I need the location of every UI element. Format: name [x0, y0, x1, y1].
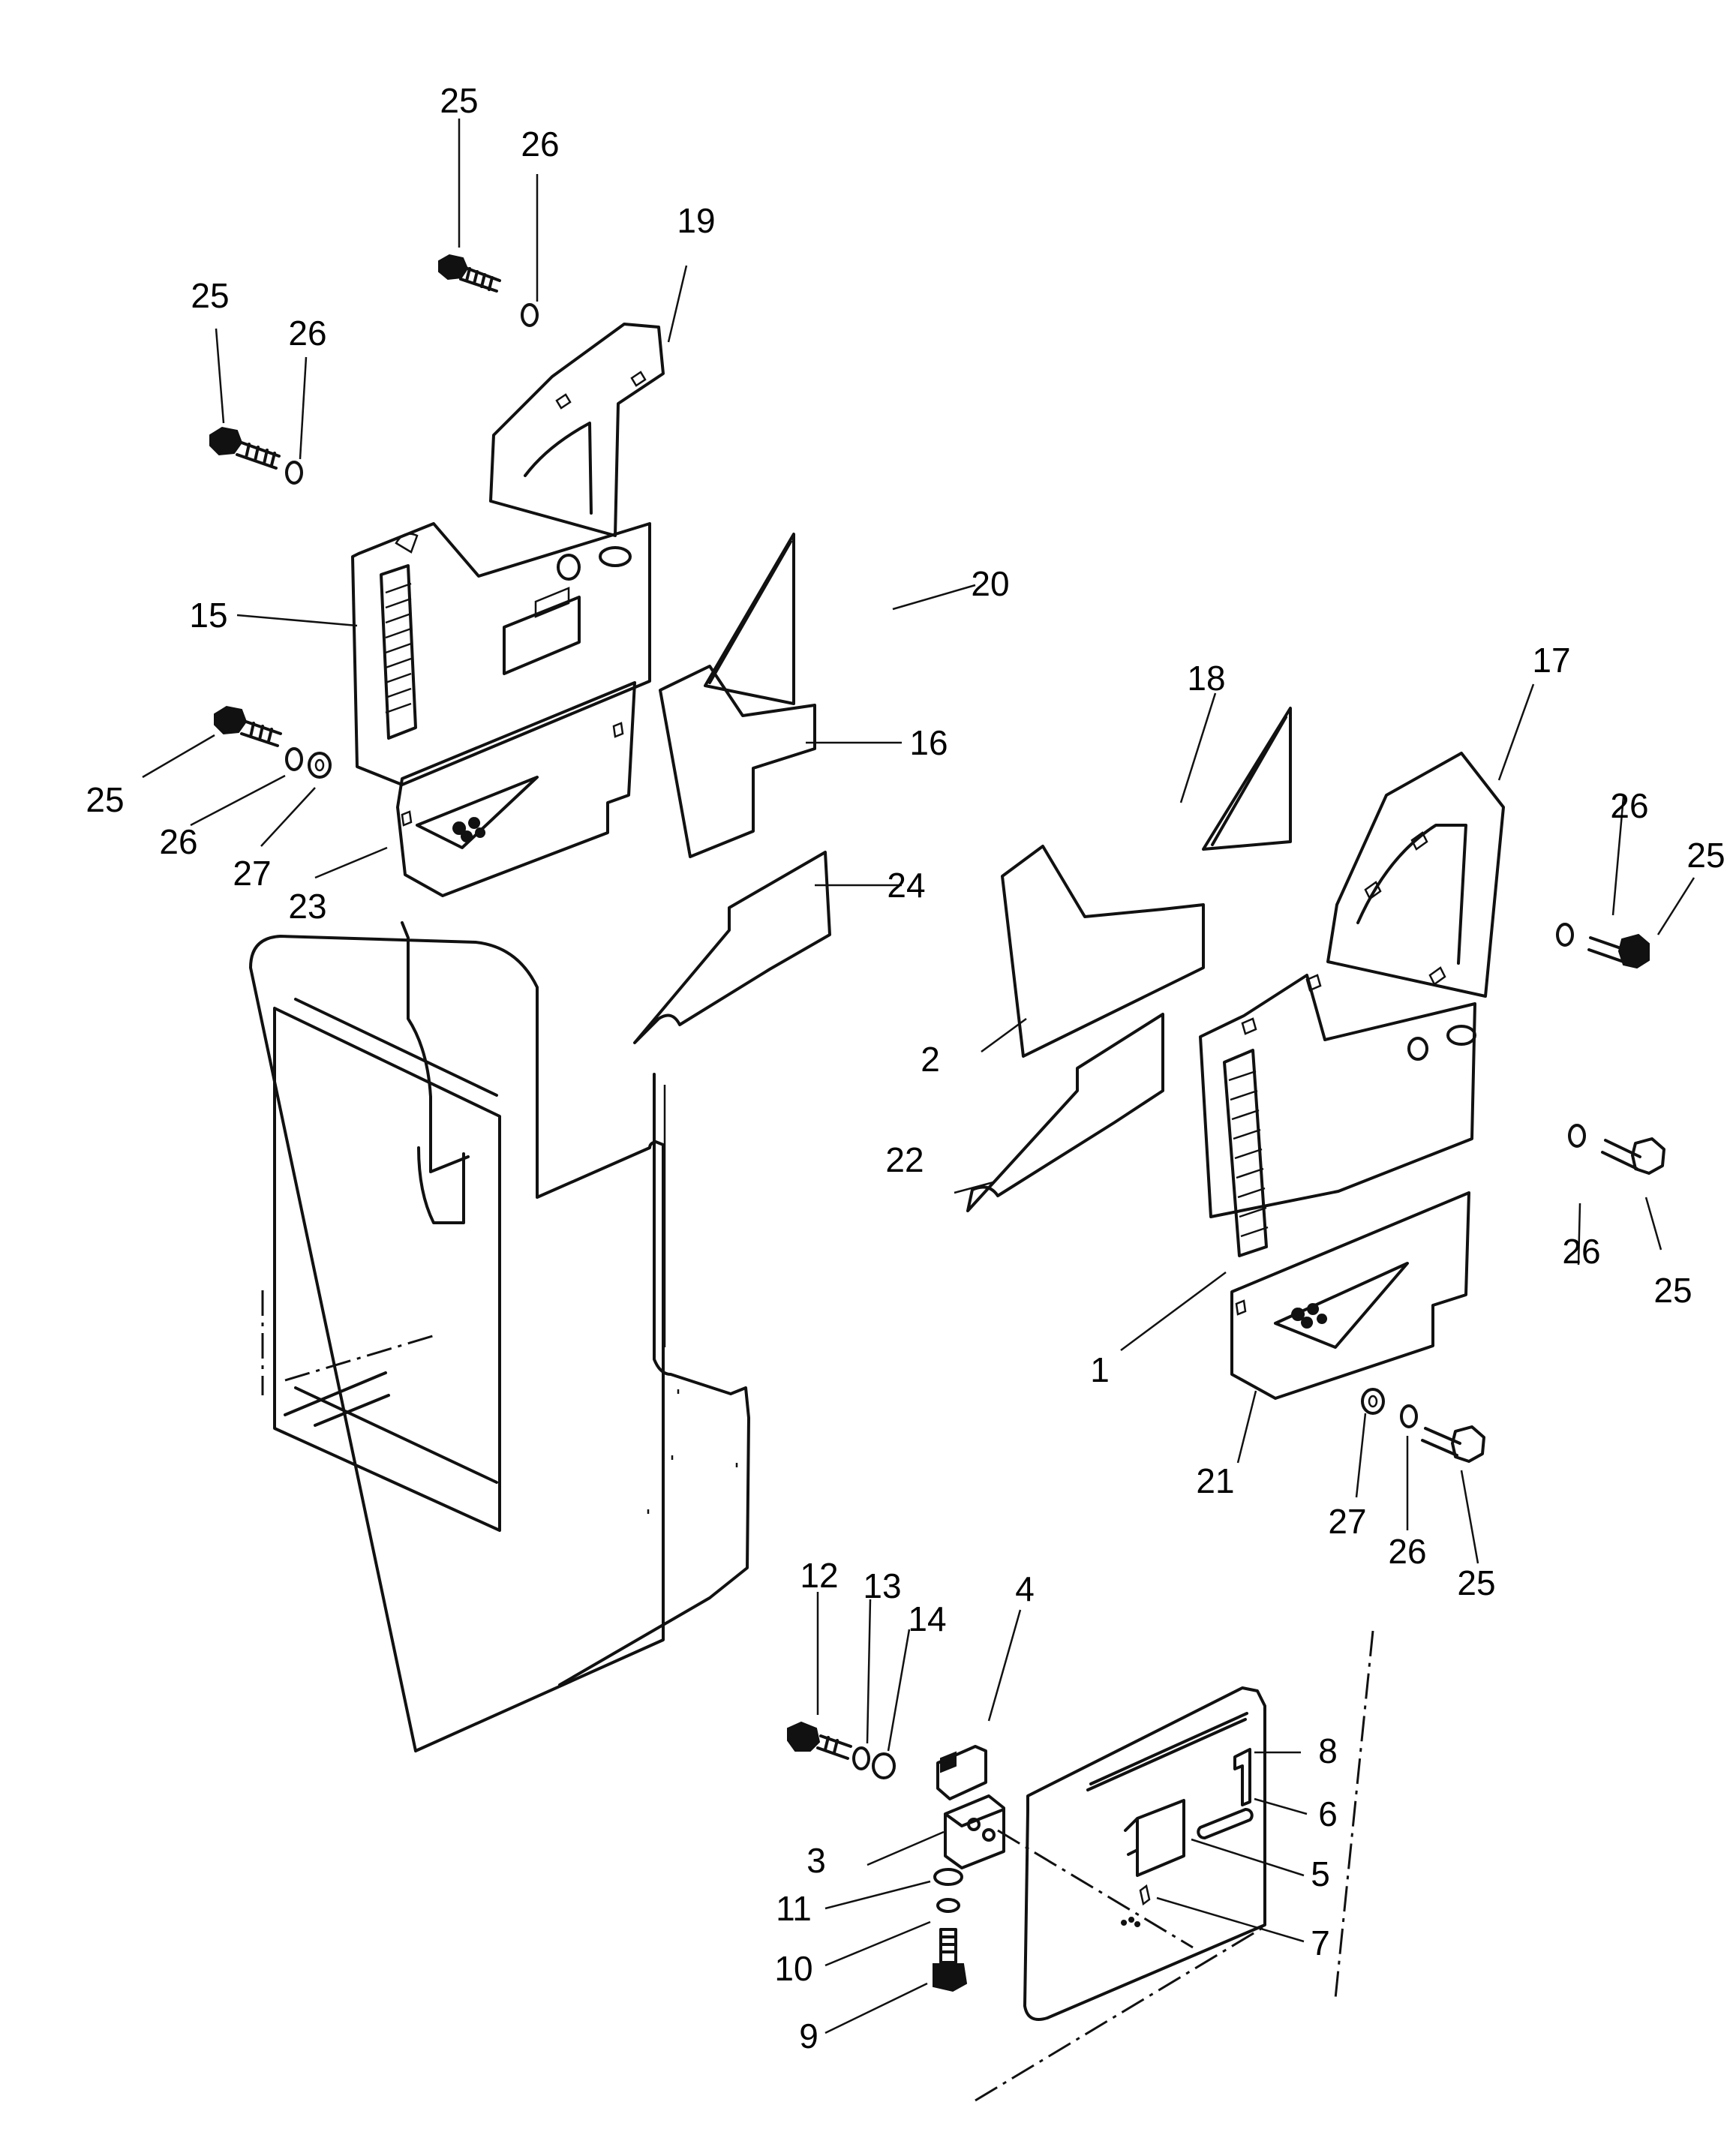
bolt-25-upper-left: [209, 426, 281, 470]
callout-26c: 26: [1610, 786, 1648, 825]
washer-14: [872, 1752, 896, 1779]
callout-26a: 26: [521, 125, 559, 164]
cab-frame: [249, 921, 750, 1752]
callout-6: 6: [1318, 1794, 1338, 1833]
washer-26-right-upper: [1556, 923, 1574, 947]
centerline-cab-1: [261, 1290, 436, 1395]
washer-11: [933, 1868, 963, 1886]
callout-21: 21: [1196, 1461, 1234, 1500]
callout-15: 15: [189, 596, 227, 635]
callout-14: 14: [908, 1599, 946, 1638]
duct-17: [1326, 752, 1505, 998]
leader-lines: [142, 119, 1695, 2034]
callout-19: 19: [677, 201, 715, 240]
callout-13: 13: [863, 1566, 901, 1605]
panel-15: [351, 522, 651, 786]
triangle-panel-18: [1202, 707, 1292, 851]
washer-10: [936, 1898, 960, 1913]
panel-23: [396, 681, 636, 897]
bolt-25-right-lower: [1421, 1425, 1485, 1463]
callout-23: 23: [288, 887, 326, 926]
callout-18: 18: [1187, 659, 1225, 698]
insulation-16: [659, 665, 816, 858]
bolt-25-right-upper: [1587, 933, 1650, 969]
callout-26b: 26: [288, 314, 326, 353]
insulation-22: [966, 1013, 1164, 1212]
triangle-panel-20: [704, 533, 795, 705]
callout-17: 17: [1532, 641, 1570, 680]
hinge-3: [944, 1794, 1005, 1869]
callout-4: 4: [1015, 1569, 1035, 1608]
washer-26-top: [521, 303, 539, 327]
bolt-25-top: [438, 254, 501, 293]
bolt-12: [787, 1721, 852, 1760]
stopper-4: [936, 1745, 987, 1800]
callout-5: 5: [1311, 1854, 1330, 1893]
bolt-9: [933, 1928, 968, 1992]
callout-26f: 26: [1388, 1532, 1426, 1571]
washer-26-right-middle: [1568, 1124, 1586, 1148]
callout-3: 3: [806, 1841, 826, 1880]
door-panel: [1023, 1686, 1266, 2021]
callout-12: 12: [800, 1556, 838, 1595]
panel-21: [1230, 1191, 1470, 1400]
callout-7: 7: [1311, 1923, 1330, 1962]
washer-27-right-lower: [1361, 1388, 1385, 1415]
pin-6: [1197, 1808, 1254, 1839]
callout-25a: 25: [440, 81, 478, 120]
callout-25f: 25: [1457, 1563, 1495, 1602]
washer-13: [852, 1746, 870, 1770]
callout-16: 16: [909, 723, 948, 762]
callout-26e: 26: [1562, 1232, 1600, 1271]
duct-19: [489, 323, 665, 537]
callout-24: 24: [887, 866, 925, 905]
bolt-25-right-middle: [1601, 1137, 1665, 1175]
washer-26-right-lower: [1400, 1404, 1418, 1428]
centerline-door: [975, 1630, 1374, 2102]
washer-26-upper-left: [285, 461, 303, 485]
callout-22: 22: [885, 1140, 924, 1179]
callout-8: 8: [1318, 1731, 1338, 1770]
callout-27b: 27: [1328, 1502, 1366, 1541]
bolt-25-left: [214, 705, 282, 747]
callout-25d: 25: [86, 780, 124, 819]
washer-26-left: [285, 747, 303, 771]
callout-1: 1: [1090, 1350, 1110, 1389]
insulation-2: [1001, 845, 1205, 1058]
callout-25e: 25: [1653, 1271, 1692, 1310]
callout-27a: 27: [233, 854, 271, 893]
callout-10: 10: [774, 1949, 812, 1988]
callout-2: 2: [921, 1040, 940, 1079]
callout-11: 11: [776, 1889, 812, 1928]
callout-25c: 25: [1686, 836, 1725, 875]
insulation-24: [633, 851, 831, 1044]
washer-27-left: [308, 752, 332, 779]
panel-1: [1199, 974, 1476, 1257]
latch-8: [1233, 1748, 1251, 1806]
callout-9: 9: [799, 2016, 818, 2055]
callout-25b: 25: [191, 276, 229, 315]
callout-26d: 26: [159, 822, 197, 861]
callout-20: 20: [971, 564, 1009, 603]
